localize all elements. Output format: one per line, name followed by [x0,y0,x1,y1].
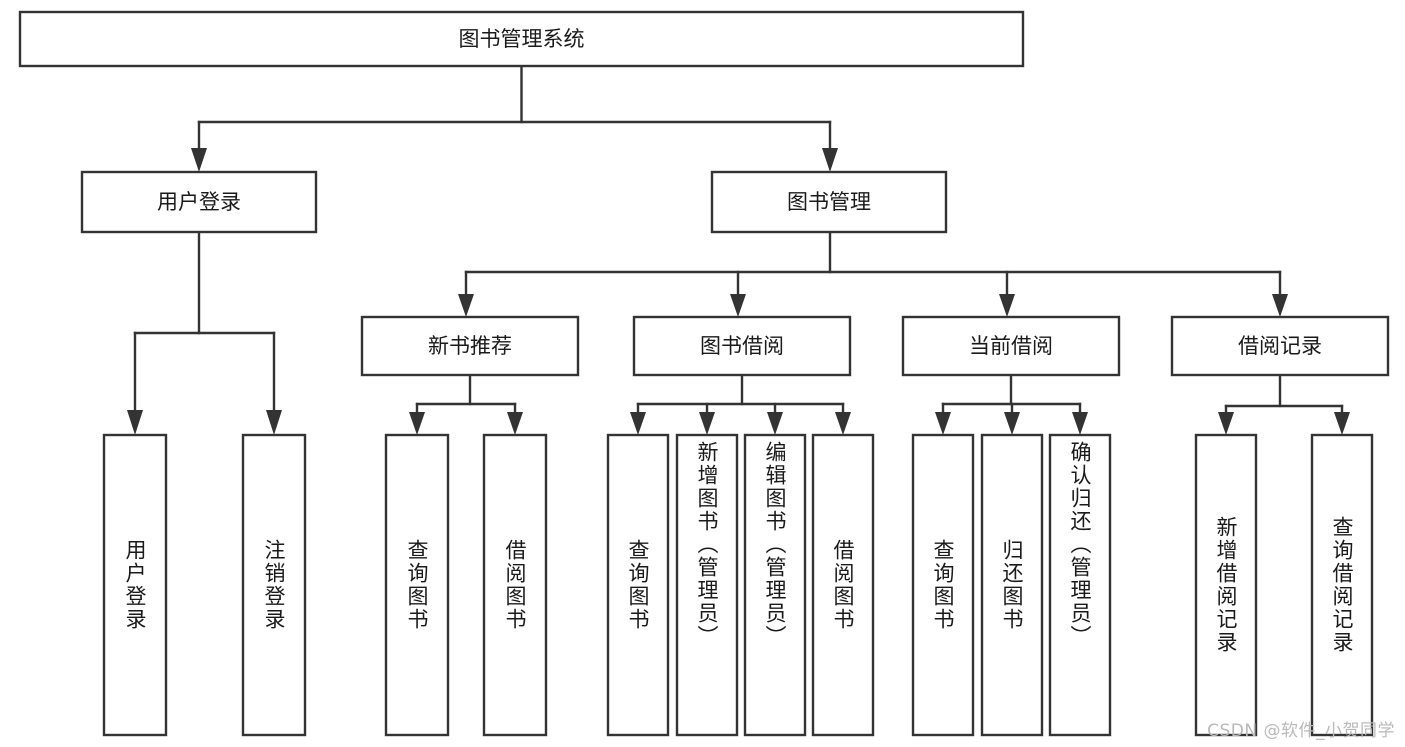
node-label-current-borrow: 当前借阅 [969,334,1053,358]
node-label-root: 图书管理系统 [459,27,585,51]
node-label-book-management: 图书管理 [787,190,871,214]
node-box-book-borrow[interactable] [632,315,852,377]
arrow-head-leaf-confirm-return [1072,412,1088,435]
arrow-head-leaf-borrow-book [835,412,851,435]
arrow-head-borrow-record [1272,294,1288,317]
arrow-head-leaf-user-login [127,410,143,435]
node-box-leaf-logout[interactable] [241,433,307,737]
arrow-head-leaf-query-borrow-record [1334,412,1350,435]
csdn-watermark: CSDN @软件_小贺同学 [1207,721,1395,741]
arrow-head-leaf-logout [266,410,282,435]
node-label-book-borrow: 图书借阅 [700,334,784,358]
nodes-layer: 图书管理系统 用户登录 图书管理 新书推荐 图书借阅 当前借阅 借阅记录 [18,10,1390,737]
node-box-leaf-query-borrow-record[interactable] [1310,433,1374,737]
arrow-head-leaf-query-book-recommend [409,412,425,435]
node-box-leaf-add-borrow-record[interactable] [1194,433,1258,737]
node-box-borrow-record[interactable] [1170,315,1390,377]
node-box-leaf-return-book[interactable] [980,433,1044,737]
arrow-head-current-borrow [999,294,1015,317]
node-box-current-borrow[interactable] [901,315,1121,377]
arrow-head-book-management [822,148,838,172]
arrow-head-leaf-borrow-book-recommend [507,412,523,435]
node-box-book-management[interactable] [710,170,948,234]
node-box-leaf-query-book-recommend[interactable] [384,433,450,737]
node-box-root[interactable] [18,10,1025,68]
node-label-user-login: 用户登录 [157,190,241,214]
node-box-leaf-borrow-book-recommend[interactable] [482,433,548,737]
node-box-new-book-recommend[interactable] [360,315,580,377]
arrow-head-book-borrow [730,294,746,317]
arrow-head-leaf-edit-book [767,412,783,435]
connectors-layer [127,64,1350,435]
node-label-new-book-recommend: 新书推荐 [428,334,512,358]
arrow-head-leaf-add-borrow-record [1218,412,1234,435]
node-box-leaf-confirm-return[interactable] [1048,433,1112,737]
arrow-head-new-book-recommend [458,294,474,317]
node-box-leaf-add-book[interactable] [675,433,739,737]
arrow-head-leaf-query-book-borrow [630,412,646,435]
arrow-head-leaf-return-book [1004,412,1020,435]
arrow-head-leaf-query-book-current [935,412,951,435]
node-box-leaf-query-book-current[interactable] [911,433,975,737]
node-label-borrow-record: 借阅记录 [1238,334,1322,358]
node-box-user-login[interactable] [80,170,318,234]
arrow-head-user-login [191,148,207,172]
node-box-leaf-borrow-book[interactable] [811,433,875,737]
arrow-head-leaf-add-book [699,412,715,435]
node-box-leaf-user-login[interactable] [102,433,168,737]
node-box-leaf-edit-book[interactable] [743,433,807,737]
node-box-leaf-query-book-borrow[interactable] [606,433,670,737]
